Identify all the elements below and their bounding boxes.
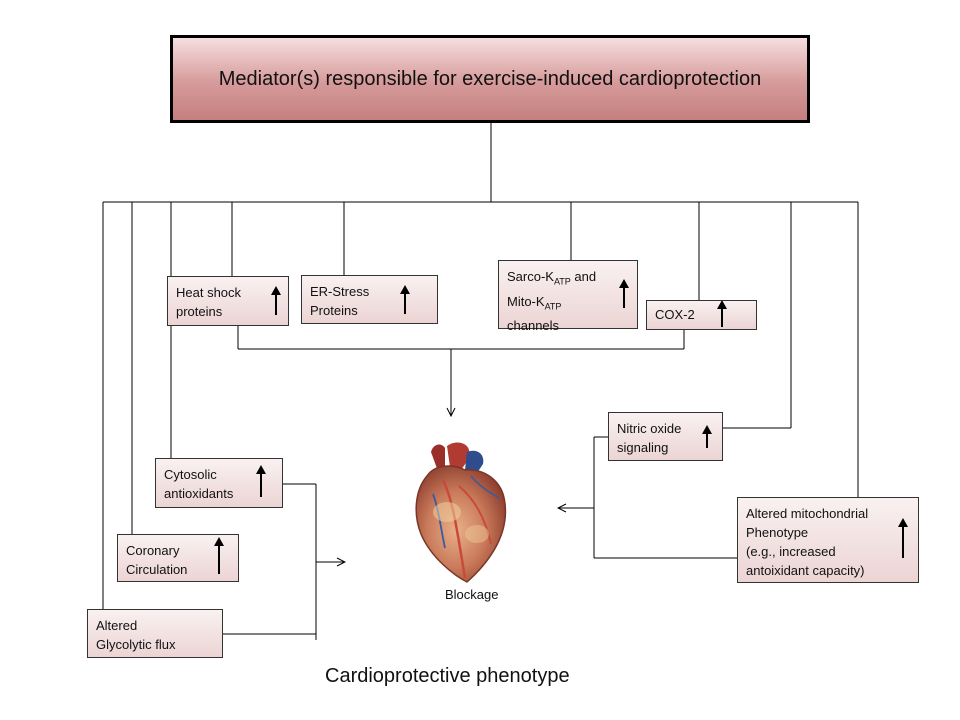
cytosolic-label-1: Cytosolic (164, 467, 217, 482)
up-arrow-icon (214, 537, 224, 574)
caption: Cardioprotective phenotype (325, 665, 570, 687)
heat-shock-box: Heat shock proteins (167, 276, 289, 326)
glycolytic-label-2: Glycolytic flux (96, 637, 176, 652)
mitochondrial-box: Altered mitochondrial Phenotype (e.g., i… (737, 497, 919, 583)
mito-label-1: Altered mitochondrial (746, 506, 869, 521)
up-arrow-icon (256, 465, 266, 497)
glycolytic-label-1: Altered (96, 618, 138, 633)
heat-shock-label-1: Heat shock (176, 285, 242, 300)
up-arrow-icon (271, 286, 281, 315)
mito-label-2: Phenotype (746, 525, 809, 540)
heart-illustration (415, 442, 507, 583)
heart-label: Blockage (445, 587, 499, 602)
up-arrow-icon (702, 425, 712, 448)
nitric-oxide-label-2: signaling (617, 440, 669, 455)
cox2-label: COX-2 (655, 307, 695, 322)
nitric-oxide-box: Nitric oxide signaling (608, 412, 723, 461)
katp-label-1: Sarco-KATP and (507, 269, 597, 287)
er-stress-label-1: ER-Stress (310, 284, 370, 299)
nitric-oxide-label-1: Nitric oxide (617, 421, 682, 436)
coronary-box: Coronary Circulation (117, 534, 239, 582)
katp-label-2: Mito-KATP (507, 293, 562, 312)
cytosolic-label-2: antioxidants (164, 486, 234, 501)
up-arrow-icon (619, 279, 629, 308)
cytosolic-box: Cytosolic antioxidants (155, 458, 283, 508)
glycolytic-box: Altered Glycolytic flux (87, 609, 223, 658)
katp-box: Sarco-KATP and Mito-KATP channels (498, 260, 638, 333)
katp-label-3: channels (507, 318, 560, 334)
er-stress-box: ER-Stress Proteins (301, 275, 438, 324)
mito-label-4: antoixidant capacity) (746, 563, 865, 578)
heat-shock-label-2: proteins (176, 304, 223, 319)
coronary-label-1: Coronary (126, 543, 180, 558)
mito-label-3: (e.g., increased (746, 544, 836, 559)
up-arrow-icon (400, 285, 410, 314)
title-text: Mediator(s) responsible for exercise-ind… (218, 67, 762, 90)
title-box: Mediator(s) responsible for exercise-ind… (170, 35, 810, 123)
er-stress-label-2: Proteins (310, 303, 358, 318)
coronary-label-2: Circulation (126, 562, 188, 577)
up-arrow-icon (898, 518, 908, 558)
cox2-box: COX-2 (646, 300, 757, 330)
up-arrow-icon (717, 300, 727, 327)
